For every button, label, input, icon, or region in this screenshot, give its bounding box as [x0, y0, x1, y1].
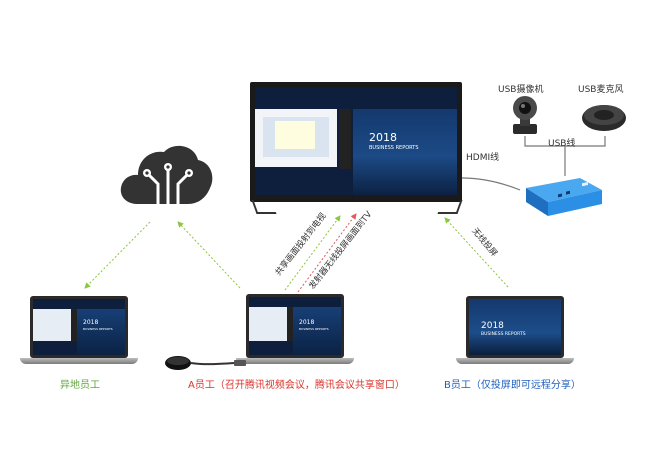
cloud-network-icon	[120, 145, 213, 206]
arrow-a-to-tv-green	[284, 215, 341, 291]
conference-hub-icon	[526, 178, 602, 216]
laptop-b-subtitle: BUSINESS REPORTS	[481, 332, 526, 337]
laptop-a: 2018 BUSINESS REPORTS	[246, 294, 344, 358]
laptop-a-year: 2018	[299, 319, 315, 326]
laptop-a-base	[236, 358, 354, 364]
usb-cable	[524, 136, 606, 176]
laptop-remote-screen: 2018 BUSINESS REPORTS	[33, 299, 125, 355]
speakerphone-icon	[582, 105, 626, 131]
laptop-b: 2018 BUSINESS REPORTS	[466, 296, 564, 358]
laptop-b-screen: 2018 BUSINESS REPORTS	[469, 299, 561, 355]
tv-report-year: 2018	[369, 131, 397, 144]
caption-employee-a: A员工（召开腾讯视频会议，腾讯会议共享窗口）	[188, 380, 405, 391]
caption-remote-employee: 异地员工	[60, 380, 100, 391]
laptop-remote: 2018 BUSINESS REPORTS	[30, 296, 128, 358]
arrow-b-to-tv	[444, 217, 509, 288]
laptop-a-subtitle: BUSINESS REPORTS	[299, 327, 329, 331]
usb-camera-label: USB摄像机	[498, 85, 544, 95]
hdmi-line-label: HDMI线	[466, 153, 500, 163]
laptop-remote-year: 2018	[83, 319, 99, 326]
laptop-b-year: 2018	[481, 321, 504, 331]
tv-participant-strip	[339, 109, 351, 169]
hdmi-cable	[461, 177, 521, 191]
camera-icon	[513, 96, 537, 134]
laptop-remote-subtitle: BUSINESS REPORTS	[83, 327, 113, 331]
tv-report-area	[353, 109, 457, 195]
arrow-cloud-to-remote	[84, 221, 151, 289]
tv-screen: 2018 BUSINESS REPORTS	[255, 87, 457, 195]
laptop-b-base	[456, 358, 574, 364]
laptop-remote-base	[20, 358, 138, 364]
tv-slide-highlight	[275, 121, 315, 149]
tv-report-subtitle: BUSINESS REPORTS	[369, 145, 419, 151]
television: 2018 BUSINESS REPORTS	[250, 82, 462, 202]
usb-line-label: USB线	[548, 139, 576, 149]
arrow-a-to-tv-red	[297, 213, 357, 293]
laptop-a-screen: 2018 BUSINESS REPORTS	[249, 297, 341, 355]
usb-mic-label: USB麦克风	[578, 85, 624, 95]
caption-employee-b: B员工（仅投屏即可远程分享）	[444, 380, 581, 391]
wireless-dongle-icon	[165, 356, 246, 370]
arrow-a-to-cloud	[177, 221, 241, 289]
